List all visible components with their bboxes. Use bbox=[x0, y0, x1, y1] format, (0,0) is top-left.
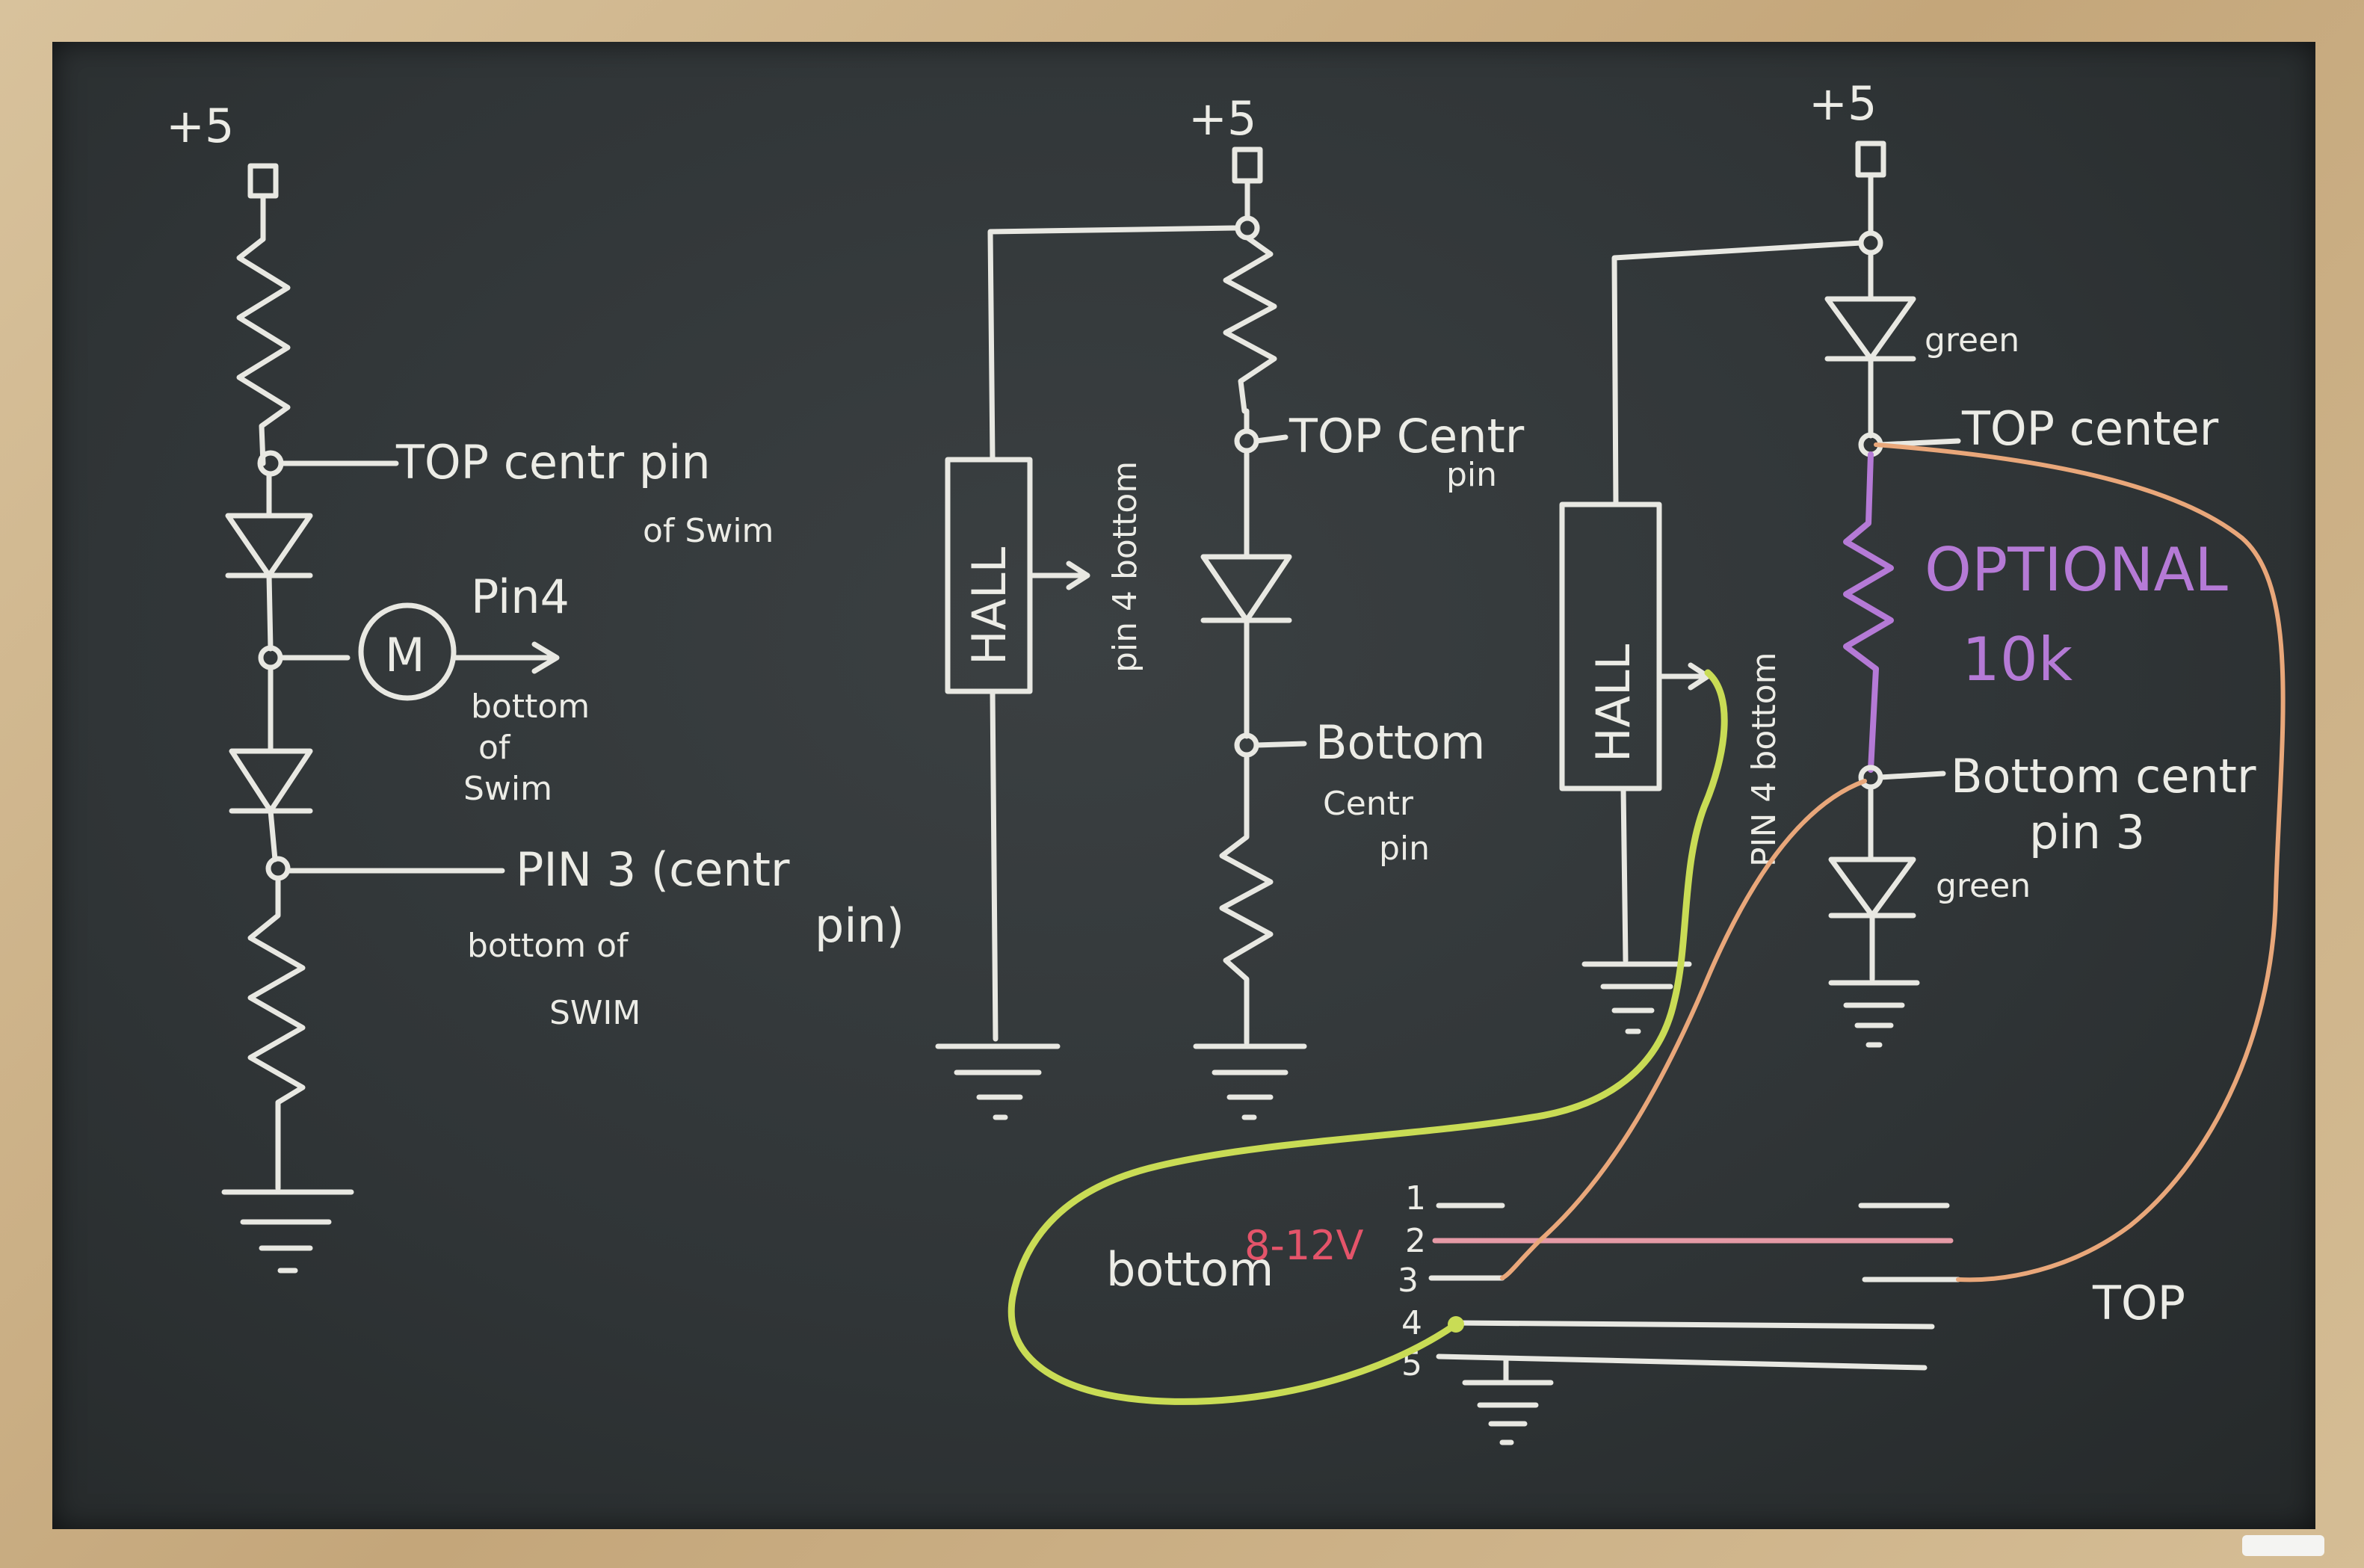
right-optional-label: OPTIONAL bbox=[1925, 535, 2228, 605]
right-pin4-label: PIN 4 bottom bbox=[1745, 652, 1783, 867]
right-optional-value: 10k bbox=[1962, 625, 2073, 694]
right-diode-top bbox=[1824, 296, 1916, 362]
left-bottom-label: bottom of bbox=[467, 927, 629, 965]
middle-circuit: +5 HALL pin 4 bottom TOP Centr pin Botto… bbox=[935, 91, 1525, 1120]
middle-wire bbox=[1244, 408, 1289, 444]
connector-pin-1: 1 bbox=[1405, 1179, 1426, 1217]
middle-resistor-top bbox=[1223, 235, 1277, 414]
middle-bottom-pin-label: Bottom bbox=[1315, 715, 1485, 770]
left-diode-2 bbox=[229, 748, 313, 814]
middle-bottom-pin-label-3: pin bbox=[1379, 830, 1430, 868]
middle-wire-to-hall bbox=[987, 225, 1241, 463]
middle-resistor-bottom bbox=[1219, 752, 1274, 1046]
connector-pin5 bbox=[1436, 1354, 1928, 1371]
connector-bottom-label: bottom bbox=[1106, 1242, 1274, 1297]
middle-pin4-label: pin 4 bottom bbox=[1106, 461, 1144, 673]
middle-hall-label: HALL bbox=[962, 546, 1016, 665]
connector-pin-3: 3 bbox=[1398, 1262, 1419, 1300]
left-resistor-top bbox=[236, 236, 291, 466]
right-node-top bbox=[1858, 230, 1883, 256]
right-supply-label: +5 bbox=[1809, 76, 1877, 131]
middle-hall-ground-symbol bbox=[935, 1043, 1061, 1120]
left-bottom-swim-2: of bbox=[478, 729, 511, 767]
right-optional-resistor bbox=[1843, 451, 1894, 773]
connector-voltage-label: 8-12V bbox=[1244, 1222, 1364, 1269]
middle-wire-hall-ground bbox=[990, 688, 999, 1042]
motor-label: M bbox=[385, 628, 425, 682]
right-bottom-center-label-2: pin 3 bbox=[2029, 805, 2145, 859]
right-hall-ground-symbol bbox=[1581, 961, 1692, 1034]
left-wire bbox=[266, 572, 274, 652]
left-pin3-label: PIN 3 (centr bbox=[516, 842, 790, 897]
wire-top-center-to-connector bbox=[1874, 442, 2286, 1283]
left-ground-symbol bbox=[221, 1189, 354, 1274]
wire-hall-to-pin4 bbox=[1007, 669, 1728, 1405]
middle-top-pin-label: TOP Centr bbox=[1289, 409, 1525, 463]
left-bottom-label-2: SWIM bbox=[549, 994, 641, 1032]
right-wire-hall-ground bbox=[1620, 785, 1629, 963]
middle-diode bbox=[1200, 554, 1292, 623]
middle-bottom-pin-label-2: Centr bbox=[1323, 785, 1414, 823]
left-circuit: +5 M TOP centr pin of Swim Pin4 bottom o bbox=[166, 99, 904, 1274]
middle-top-pin-label-2: pin bbox=[1446, 456, 1497, 494]
left-pin3-label-2: pin) bbox=[815, 898, 904, 953]
right-bottom-center-label: Bottom centr bbox=[1951, 749, 2256, 803]
connector-top-label: TOP bbox=[2092, 1276, 2185, 1330]
left-pin4-label: Pin4 bbox=[471, 570, 570, 624]
right-ground-symbol bbox=[1828, 980, 1920, 1048]
left-supply-terminal bbox=[247, 163, 279, 199]
left-top-pin-label-2: of Swim bbox=[643, 512, 774, 550]
wire-bottom-center-to-connector bbox=[1500, 779, 1867, 1280]
left-diode-1 bbox=[225, 513, 313, 578]
right-diode-bottom bbox=[1828, 856, 1916, 919]
middle-node-top-pin bbox=[1234, 428, 1259, 454]
middle-ground-symbol bbox=[1193, 1043, 1307, 1120]
left-resistor-bottom bbox=[247, 875, 306, 1191]
connector-pin4 bbox=[1451, 1320, 1935, 1330]
motor-symbol bbox=[358, 602, 457, 701]
middle-wire bbox=[1253, 741, 1307, 748]
right-circuit: +5 HALL PIN 4 bottom green TOP center OP… bbox=[1559, 76, 2256, 1048]
right-green-bottom-label: green bbox=[1936, 867, 2031, 905]
connector: 1 2 3 4 5 bottom 8-12V TOP bbox=[1106, 1179, 2185, 1445]
connector-ground-symbol bbox=[1462, 1357, 1554, 1445]
left-supply-label: +5 bbox=[166, 99, 234, 153]
right-supply-terminal bbox=[1855, 141, 1886, 178]
middle-supply-terminal bbox=[1232, 146, 1263, 184]
middle-hall-arrow bbox=[1027, 561, 1090, 590]
left-bottom-swim-1: bottom bbox=[471, 688, 590, 726]
right-wire-to-hall bbox=[1611, 240, 1864, 507]
middle-node-top bbox=[1235, 215, 1260, 241]
left-node-pin3 bbox=[265, 856, 291, 881]
middle-supply-label: +5 bbox=[1188, 91, 1256, 146]
left-top-pin-label: TOP centr pin bbox=[395, 435, 711, 490]
right-hall-label: HALL bbox=[1586, 643, 1641, 762]
left-wire bbox=[268, 808, 278, 862]
connector-pin-2: 2 bbox=[1405, 1222, 1426, 1260]
pin4-arrow bbox=[451, 641, 560, 674]
right-green-top-label: green bbox=[1925, 321, 2019, 359]
left-bottom-swim-3: Swim bbox=[463, 770, 552, 808]
connector-pin-4: 4 bbox=[1401, 1304, 1422, 1342]
right-wire-bottom-center bbox=[1877, 771, 1946, 780]
right-top-center-label: TOP center bbox=[1961, 401, 2219, 456]
right-hall-sensor bbox=[1559, 501, 1662, 791]
right-hall-arrow bbox=[1656, 662, 1711, 691]
frame-sticker bbox=[2242, 1535, 2324, 1556]
